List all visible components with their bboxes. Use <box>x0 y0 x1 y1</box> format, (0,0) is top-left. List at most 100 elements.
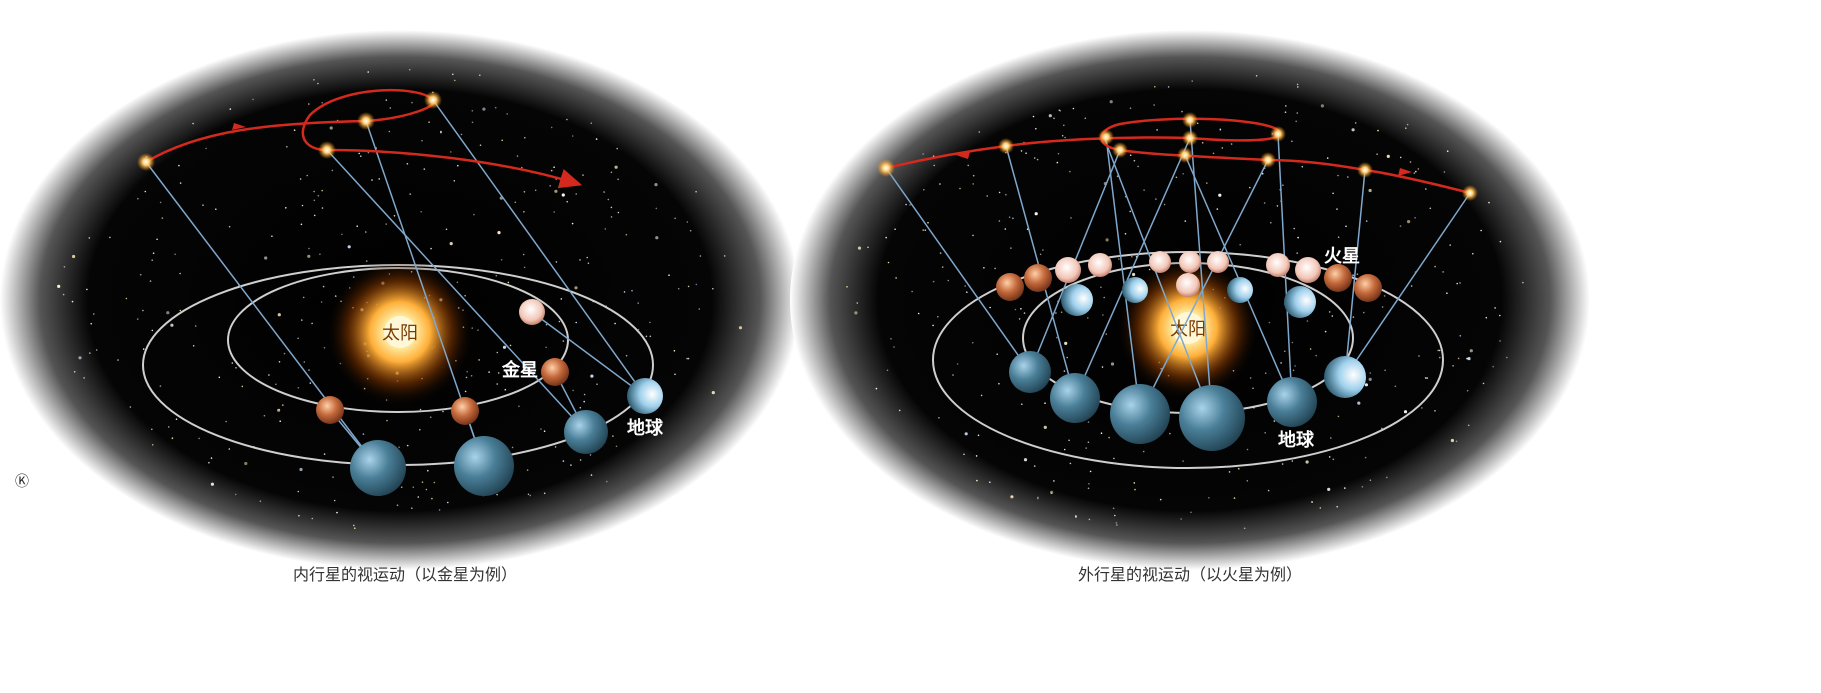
background-star <box>1261 172 1264 175</box>
background-star <box>905 203 907 206</box>
background-star <box>1057 152 1060 155</box>
background-star <box>1237 467 1240 470</box>
background-star <box>1072 107 1075 110</box>
background-star <box>234 493 237 496</box>
background-star <box>421 481 424 484</box>
background-star <box>1326 157 1329 159</box>
background-star <box>411 507 413 510</box>
background-star <box>616 147 618 150</box>
background-star <box>610 206 613 209</box>
background-star <box>433 481 436 484</box>
background-star <box>1085 447 1087 449</box>
background-star <box>159 385 162 387</box>
background-star <box>668 274 670 277</box>
background-star <box>886 369 889 372</box>
background-star <box>1336 505 1338 508</box>
background-star <box>966 291 968 294</box>
earth <box>1050 373 1100 423</box>
background-star <box>1296 83 1299 86</box>
background-star <box>986 195 988 197</box>
background-star <box>303 361 306 363</box>
background-star <box>895 277 897 279</box>
background-star <box>440 130 442 133</box>
background-star <box>674 217 676 220</box>
earth <box>564 410 608 454</box>
background-star <box>1337 415 1340 418</box>
background-star <box>78 356 82 360</box>
background-star <box>279 420 282 423</box>
background-star <box>1480 229 1482 232</box>
background-star <box>63 266 66 268</box>
background-star <box>998 220 1001 222</box>
background-star <box>299 178 302 180</box>
background-star <box>963 453 965 456</box>
background-star <box>603 191 605 193</box>
background-star <box>558 320 561 323</box>
background-star <box>575 193 577 195</box>
background-star <box>1053 117 1055 120</box>
background-star <box>1044 402 1046 405</box>
background-star <box>409 193 412 195</box>
background-star <box>371 179 373 181</box>
mars <box>1179 251 1201 273</box>
background-star <box>523 211 525 213</box>
background-star <box>583 400 585 403</box>
background-star <box>994 267 996 270</box>
background-star <box>555 261 558 263</box>
background-star <box>1208 497 1210 499</box>
background-star <box>1434 410 1436 412</box>
background-star <box>579 259 581 261</box>
background-star <box>1058 109 1061 111</box>
background-star <box>1060 311 1063 314</box>
background-star <box>612 435 614 437</box>
background-star <box>560 298 563 300</box>
background-star <box>893 346 895 348</box>
background-star <box>1053 480 1055 482</box>
background-star <box>698 308 701 310</box>
background-star <box>1336 208 1338 210</box>
background-star <box>1442 271 1444 273</box>
background-star <box>1294 365 1296 367</box>
inner-planet-panel: 太阳 金星 <box>0 30 800 584</box>
earth <box>1176 273 1200 297</box>
background-star <box>457 164 459 167</box>
background-star <box>543 430 546 433</box>
background-star <box>419 408 422 411</box>
background-star <box>1181 110 1183 113</box>
background-star <box>1384 369 1386 372</box>
background-star <box>301 319 303 321</box>
background-star <box>73 371 76 373</box>
background-star <box>1415 170 1417 173</box>
background-star <box>241 385 244 388</box>
background-star <box>922 229 924 231</box>
background-star <box>695 283 698 286</box>
background-star <box>1345 225 1347 228</box>
background-star <box>1087 487 1090 490</box>
background-star <box>989 481 991 484</box>
background-star <box>1456 282 1458 285</box>
background-star <box>1021 403 1023 406</box>
background-star <box>1005 193 1007 196</box>
background-star <box>1063 124 1065 127</box>
background-star <box>595 138 598 140</box>
background-star <box>300 223 303 226</box>
background-star <box>846 286 848 288</box>
background-star <box>1264 432 1266 434</box>
background-star <box>313 190 315 193</box>
background-star <box>1418 355 1420 357</box>
background-star <box>686 221 689 223</box>
background-star <box>302 296 305 299</box>
background-star <box>259 500 262 503</box>
background-star <box>1114 514 1116 517</box>
background-star <box>1113 457 1115 460</box>
background-star <box>1343 261 1346 264</box>
background-star <box>972 174 975 177</box>
background-star <box>317 194 320 197</box>
background-star <box>1413 172 1416 174</box>
background-star <box>62 293 65 296</box>
background-star <box>293 129 296 131</box>
background-star <box>1069 462 1072 465</box>
background-star <box>473 213 475 216</box>
background-star <box>356 225 359 227</box>
